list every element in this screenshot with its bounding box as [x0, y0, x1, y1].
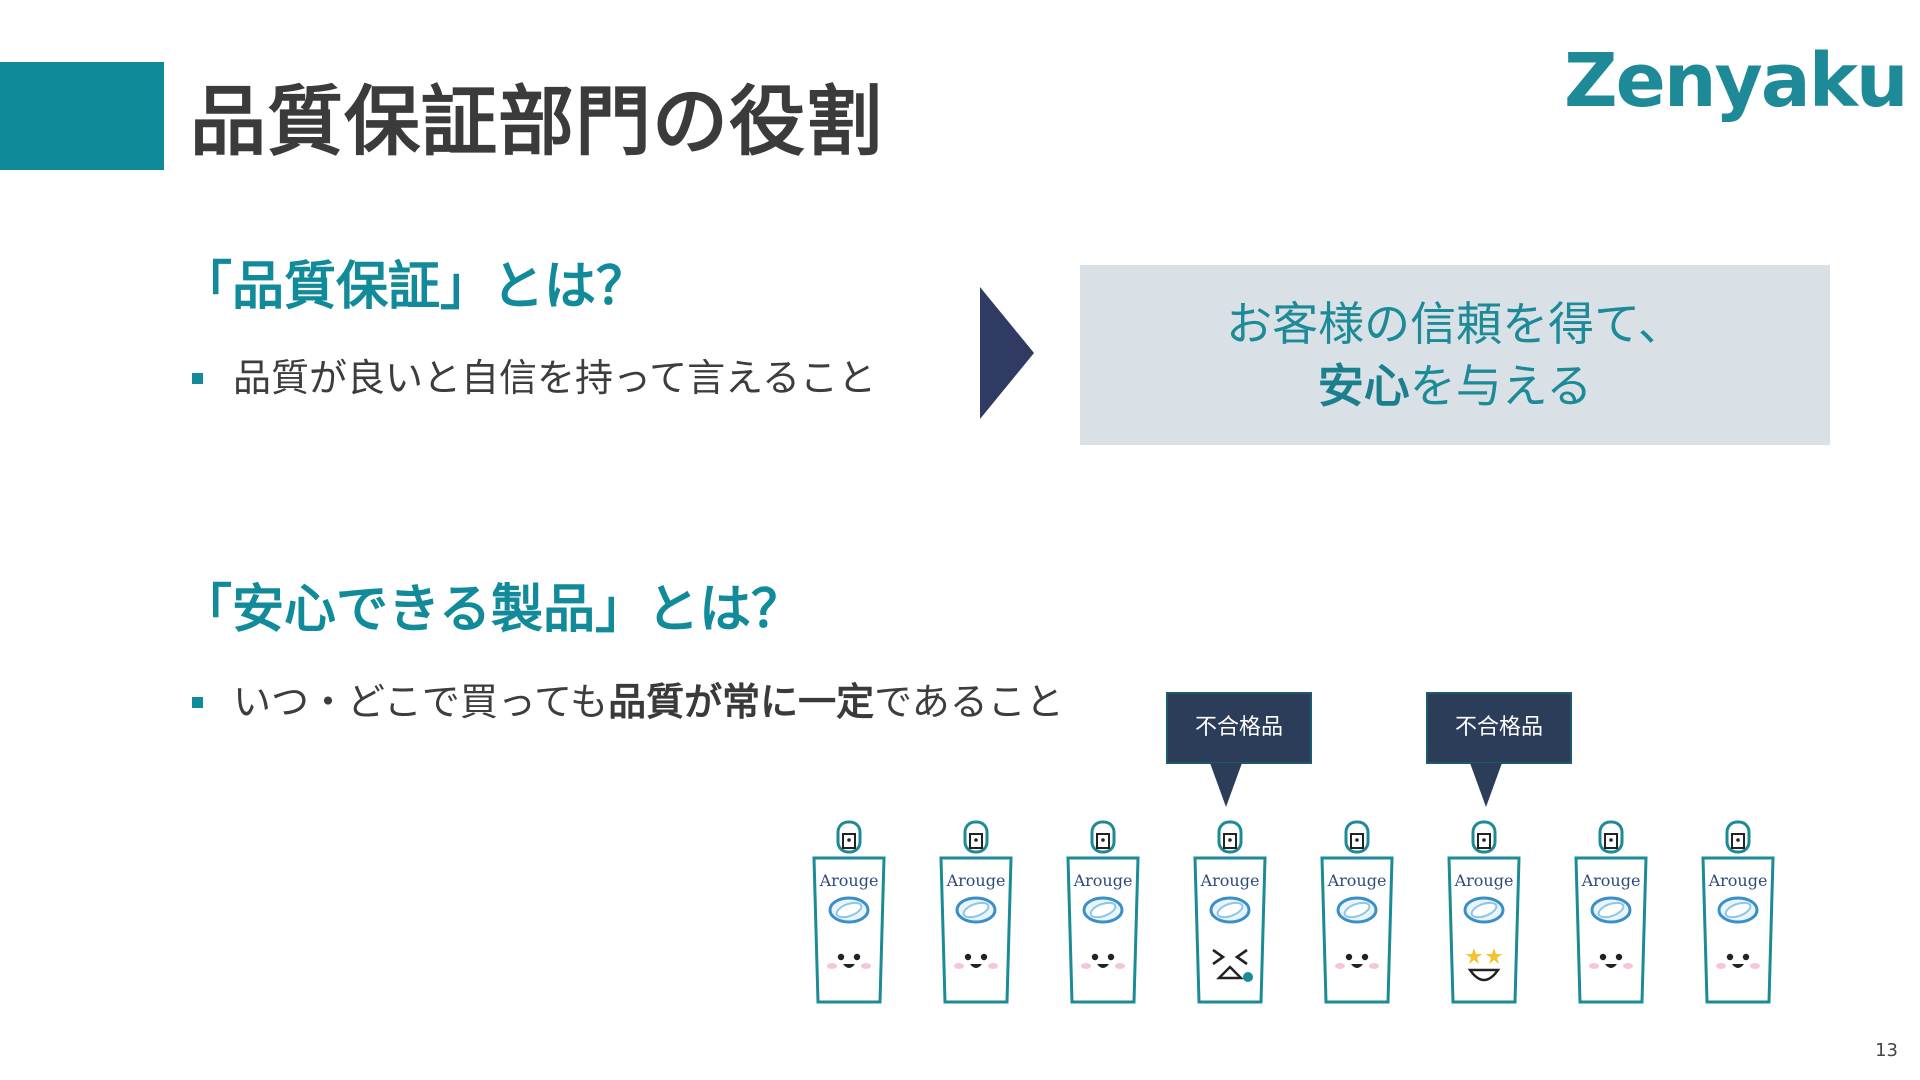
product-bottle: Arouge — [1574, 820, 1648, 1004]
product-bottle: Arouge — [1320, 820, 1394, 1004]
section2-bullet-post: であること — [874, 680, 1064, 724]
section2-bullet-pre: いつ・どこで買っても — [233, 680, 609, 724]
result-line2-bold: 安心 — [1317, 359, 1410, 413]
product-label: Arouge — [1327, 871, 1387, 890]
page-title: 品質保証部門の役割 — [190, 77, 883, 166]
product-label: Arouge — [1454, 871, 1514, 890]
section2-bullet: いつ・どこで買っても品質が常に一定であること — [192, 677, 1064, 727]
product-label: Arouge — [1581, 871, 1641, 890]
callout-tail-1 — [1210, 763, 1242, 807]
section2-bullet-bold: 品質が常に一定 — [608, 680, 875, 724]
page-number: 13 — [1875, 1040, 1898, 1061]
product-bottle: Arouge — [1193, 820, 1267, 1004]
callout-tail-2 — [1470, 763, 1502, 807]
product-bottle: Arouge — [812, 820, 886, 1004]
product-bottle: Arouge — [1066, 820, 1140, 1004]
product-label: Arouge — [1200, 871, 1260, 890]
result-line2: 安心を与える — [1080, 355, 1830, 417]
product-label: Arouge — [1708, 871, 1768, 890]
bullet-mark — [192, 372, 203, 384]
callout-defective-1: 不合格品 — [1166, 692, 1312, 764]
right-chevron-icon — [980, 287, 1034, 419]
title-accent-bar — [0, 62, 164, 170]
result-line2-rest: を与える — [1409, 359, 1593, 413]
product-label: Arouge — [819, 871, 879, 890]
product-label: Arouge — [946, 871, 1006, 890]
result-line1: お客様の信頼を得て、 — [1226, 297, 1684, 351]
section2-heading: 「安心できる製品」とは？ — [180, 580, 803, 640]
result-box: お客様の信頼を得て、 安心を与える — [1080, 265, 1830, 445]
product-label: Arouge — [1073, 871, 1133, 890]
section1-bullet: 品質が良いと自信を持って言えること — [192, 353, 876, 403]
product-bottle: Arouge — [1447, 820, 1521, 1004]
section1-heading: 「品質保証」とは？ — [180, 257, 649, 317]
section1-bullet-text: 品質が良いと自信を持って言えること — [233, 356, 876, 400]
product-row: Arouge Arouge — [808, 820, 1808, 1010]
callout-defective-2: 不合格品 — [1426, 692, 1572, 764]
company-logo: Zenyaku — [1564, 38, 1909, 124]
product-bottle: Arouge — [1701, 820, 1775, 1004]
bullet-mark — [192, 696, 203, 708]
product-bottle: Arouge — [939, 820, 1013, 1004]
